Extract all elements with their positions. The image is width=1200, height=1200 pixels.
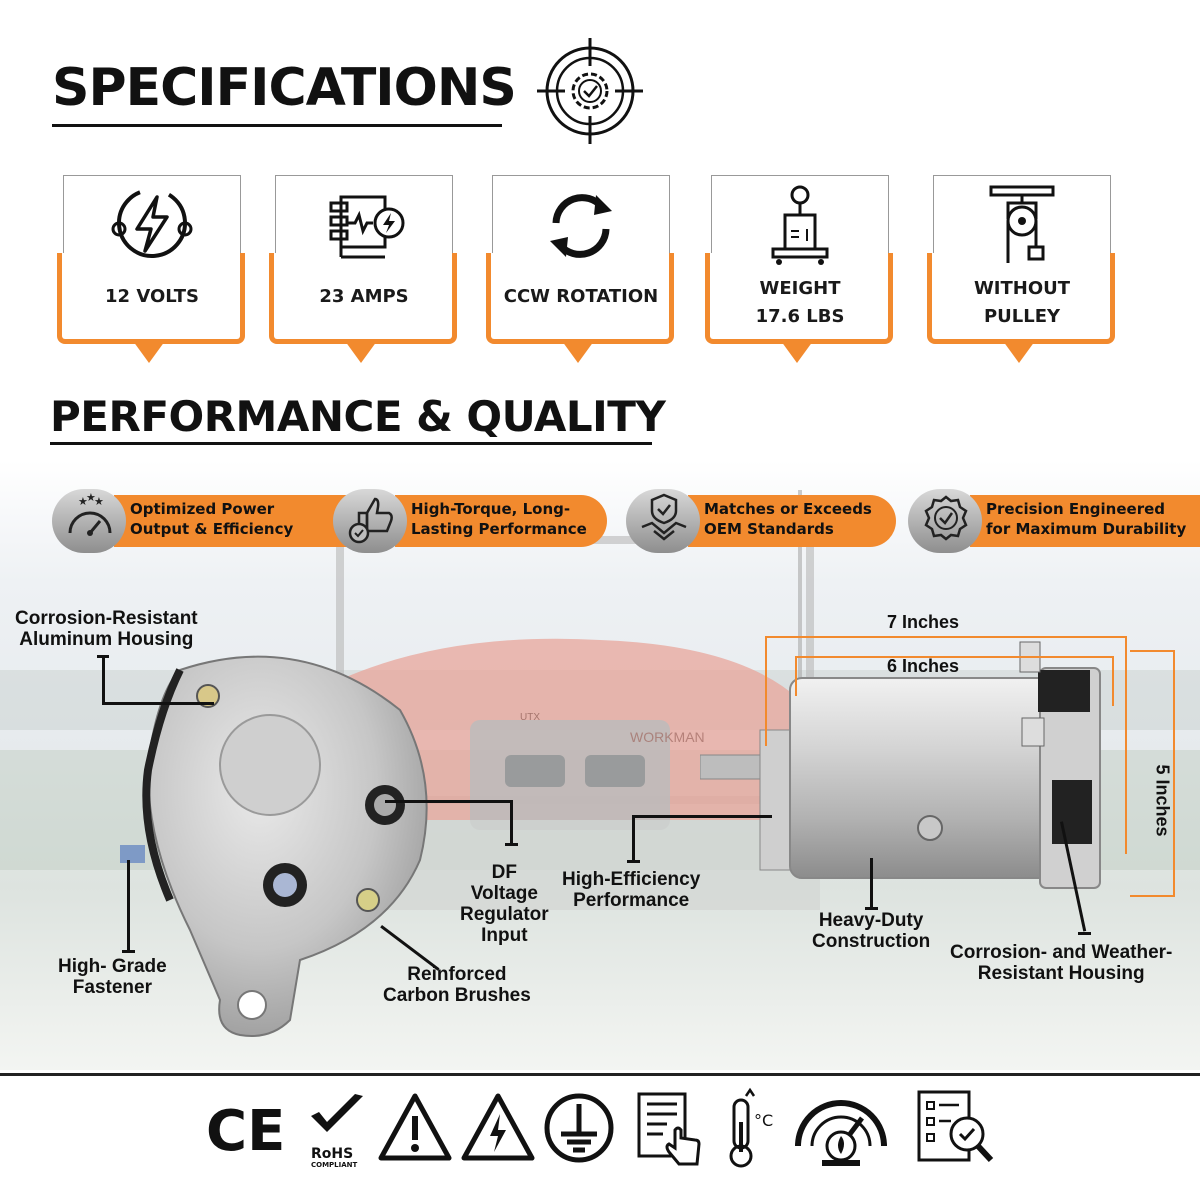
specifications-heading: SPECIFICATIONS xyxy=(52,58,517,118)
speedometer-stars-icon: ★★★ xyxy=(68,492,112,536)
pulley-icon xyxy=(989,185,1055,263)
thumbs-up-check-icon xyxy=(348,497,393,544)
spec-label: 12 VOLTS xyxy=(105,286,199,307)
handshake-shield-icon xyxy=(641,493,687,541)
spec-card-weight: WEIGHT 17.6 LBS xyxy=(705,175,893,370)
feature-text: High-Torque, Long-Lasting Performance xyxy=(411,500,587,538)
svg-text:★: ★ xyxy=(94,496,104,508)
electrical-hazard-icon xyxy=(461,1093,535,1161)
spec-card-voltage: 12 VOLTS xyxy=(57,175,245,370)
target-gear-check-icon xyxy=(537,38,643,144)
circuit-power-icon xyxy=(329,195,405,259)
lightning-plug-icon xyxy=(111,188,193,258)
spec-card-amps: 23 AMPS xyxy=(269,175,457,370)
ground-symbol-icon xyxy=(544,1093,614,1163)
dimension-7-inches: 7 Inches xyxy=(887,612,960,632)
footer-divider xyxy=(0,1073,1200,1076)
rotation-arrows-icon xyxy=(550,194,612,258)
spec-label: CCW ROTATION xyxy=(503,286,659,307)
callout-weather-housing: Corrosion- and Weather-Resistant Housing xyxy=(950,942,1173,984)
dimension-5-inches: 5 Inches xyxy=(1152,764,1173,837)
badge-check-icon xyxy=(924,495,968,541)
dimension-6-inches: 6 Inches xyxy=(887,656,960,676)
spec-label: WITHOUT xyxy=(973,278,1071,299)
svg-text:★: ★ xyxy=(78,496,88,508)
vehicle-hood-text: WORKMAN xyxy=(630,729,705,745)
thermometer-celsius-icon: °C xyxy=(729,1087,773,1168)
spec-card-rotation: CCW ROTATION xyxy=(486,175,674,370)
ce-mark-icon: CE xyxy=(206,1099,286,1164)
spec-label: WEIGHT xyxy=(759,278,841,299)
spec-label: PULLEY xyxy=(983,306,1061,327)
performance-underline xyxy=(50,442,652,445)
performance-heading: PERFORMANCE & QUALITY xyxy=(50,392,666,441)
motor-side-view-image xyxy=(700,641,1101,889)
spec-label: 23 AMPS xyxy=(319,286,409,307)
quality-inspection-icon xyxy=(917,1090,994,1163)
motor-end-view-image xyxy=(120,655,428,1037)
spec-card-pulley: WITHOUT PULLEY xyxy=(927,175,1115,370)
vehicle-model-text: UTX xyxy=(520,712,540,723)
weight-scale-icon xyxy=(771,185,829,265)
spec-label: 17.6 LBS xyxy=(755,306,845,327)
warning-icon xyxy=(378,1093,452,1161)
performance-gauge-icon xyxy=(795,1100,887,1166)
rohs-compliant-icon: RoHS COMPLIANT xyxy=(305,1092,367,1170)
svg-text:°C: °C xyxy=(754,1111,773,1130)
specifications-underline xyxy=(52,124,502,127)
svg-text:★: ★ xyxy=(86,492,96,504)
manual-touch-icon xyxy=(637,1092,701,1166)
